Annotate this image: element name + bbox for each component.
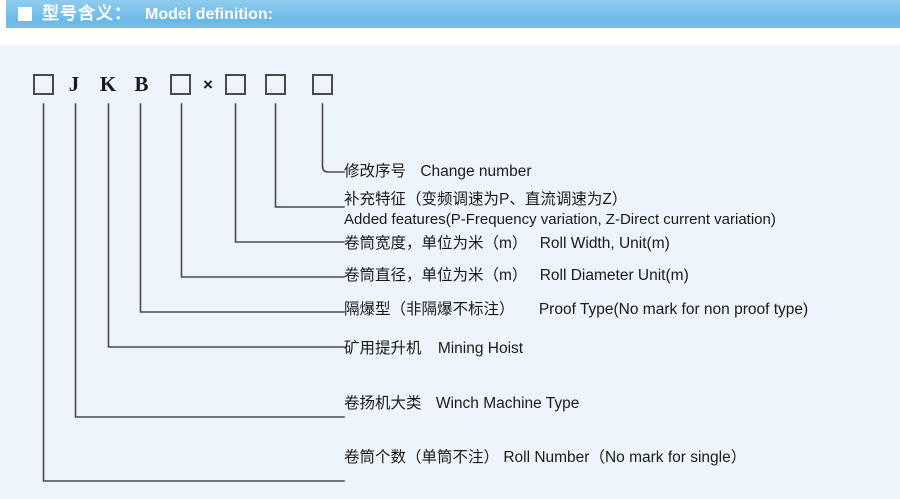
label-roll-number-en: Roll Number（No mark for single） (503, 449, 747, 466)
label-roll-number: 卷筒个数（单筒不注） Roll Number（No mark for singl… (344, 448, 746, 468)
label-mining-hoist: 矿用提升机 Mining Hoist (344, 339, 523, 359)
label-roll-diameter: 卷筒直径，单位为米（m） Roll Diameter Unit(m) (344, 266, 689, 286)
label-added-features: 补充特征（变频调速为P、直流调速为Z） (344, 190, 627, 210)
label-change-number-cn: 修改序号 (344, 163, 407, 180)
page-title-en: Model definition: (145, 6, 273, 23)
label-proof-type-en: Proof Type(No mark for non proof type) (538, 301, 809, 318)
code-box-proof-type (170, 74, 191, 95)
label-roll-width-cn: 卷筒宽度，单位为米（m） (344, 235, 528, 252)
label-winch-machine-type: 卷扬机大类 Winch Machine Type (344, 394, 579, 414)
code-box-roll-number (33, 74, 54, 95)
label-roll-diameter-cn: 卷筒直径，单位为米（m） (344, 267, 528, 284)
label-roll-width: 卷筒宽度，单位为米（m） Roll Width, Unit(m) (344, 234, 670, 254)
code-letter-b: B (134, 72, 149, 96)
section-header-bar: 型号含义： Model definition: (6, 0, 900, 28)
label-winch-machine-type-en: Winch Machine Type (435, 395, 580, 412)
label-roll-diameter-en: Roll Diameter Unit(m) (539, 267, 689, 284)
label-mining-hoist-en: Mining Hoist (437, 340, 524, 357)
label-added-features-cn: 补充特征（变频调速为P、直流调速为Z） (344, 191, 628, 208)
label-change-number: 修改序号 Change number (344, 162, 532, 182)
code-box-added-features (312, 74, 333, 95)
code-box-roll-width (265, 74, 286, 95)
code-letter-j: J (68, 72, 80, 96)
page-title-cn: 型号含义： (42, 4, 132, 23)
label-proof-type: 隔爆型（非隔爆不标注） Proof Type(No mark for non p… (344, 300, 808, 320)
code-symbol-times: × (203, 75, 213, 94)
label-added-features-en: Added features(P-Frequency variation, Z-… (344, 211, 776, 228)
label-change-number-en: Change number (420, 163, 532, 180)
code-box-roll-diameter (225, 74, 246, 95)
label-roll-number-cn: 卷筒个数（单筒不注） (344, 449, 500, 466)
label-proof-type-cn: 隔爆型（非隔爆不标注） (344, 301, 515, 318)
label-mining-hoist-cn: 矿用提升机 (344, 340, 422, 357)
code-letter-k: K (99, 72, 117, 96)
label-winch-machine-type-cn: 卷扬机大类 (344, 395, 422, 412)
label-roll-width-en: Roll Width, Unit(m) (539, 235, 670, 252)
square-bullet-icon (18, 7, 32, 21)
